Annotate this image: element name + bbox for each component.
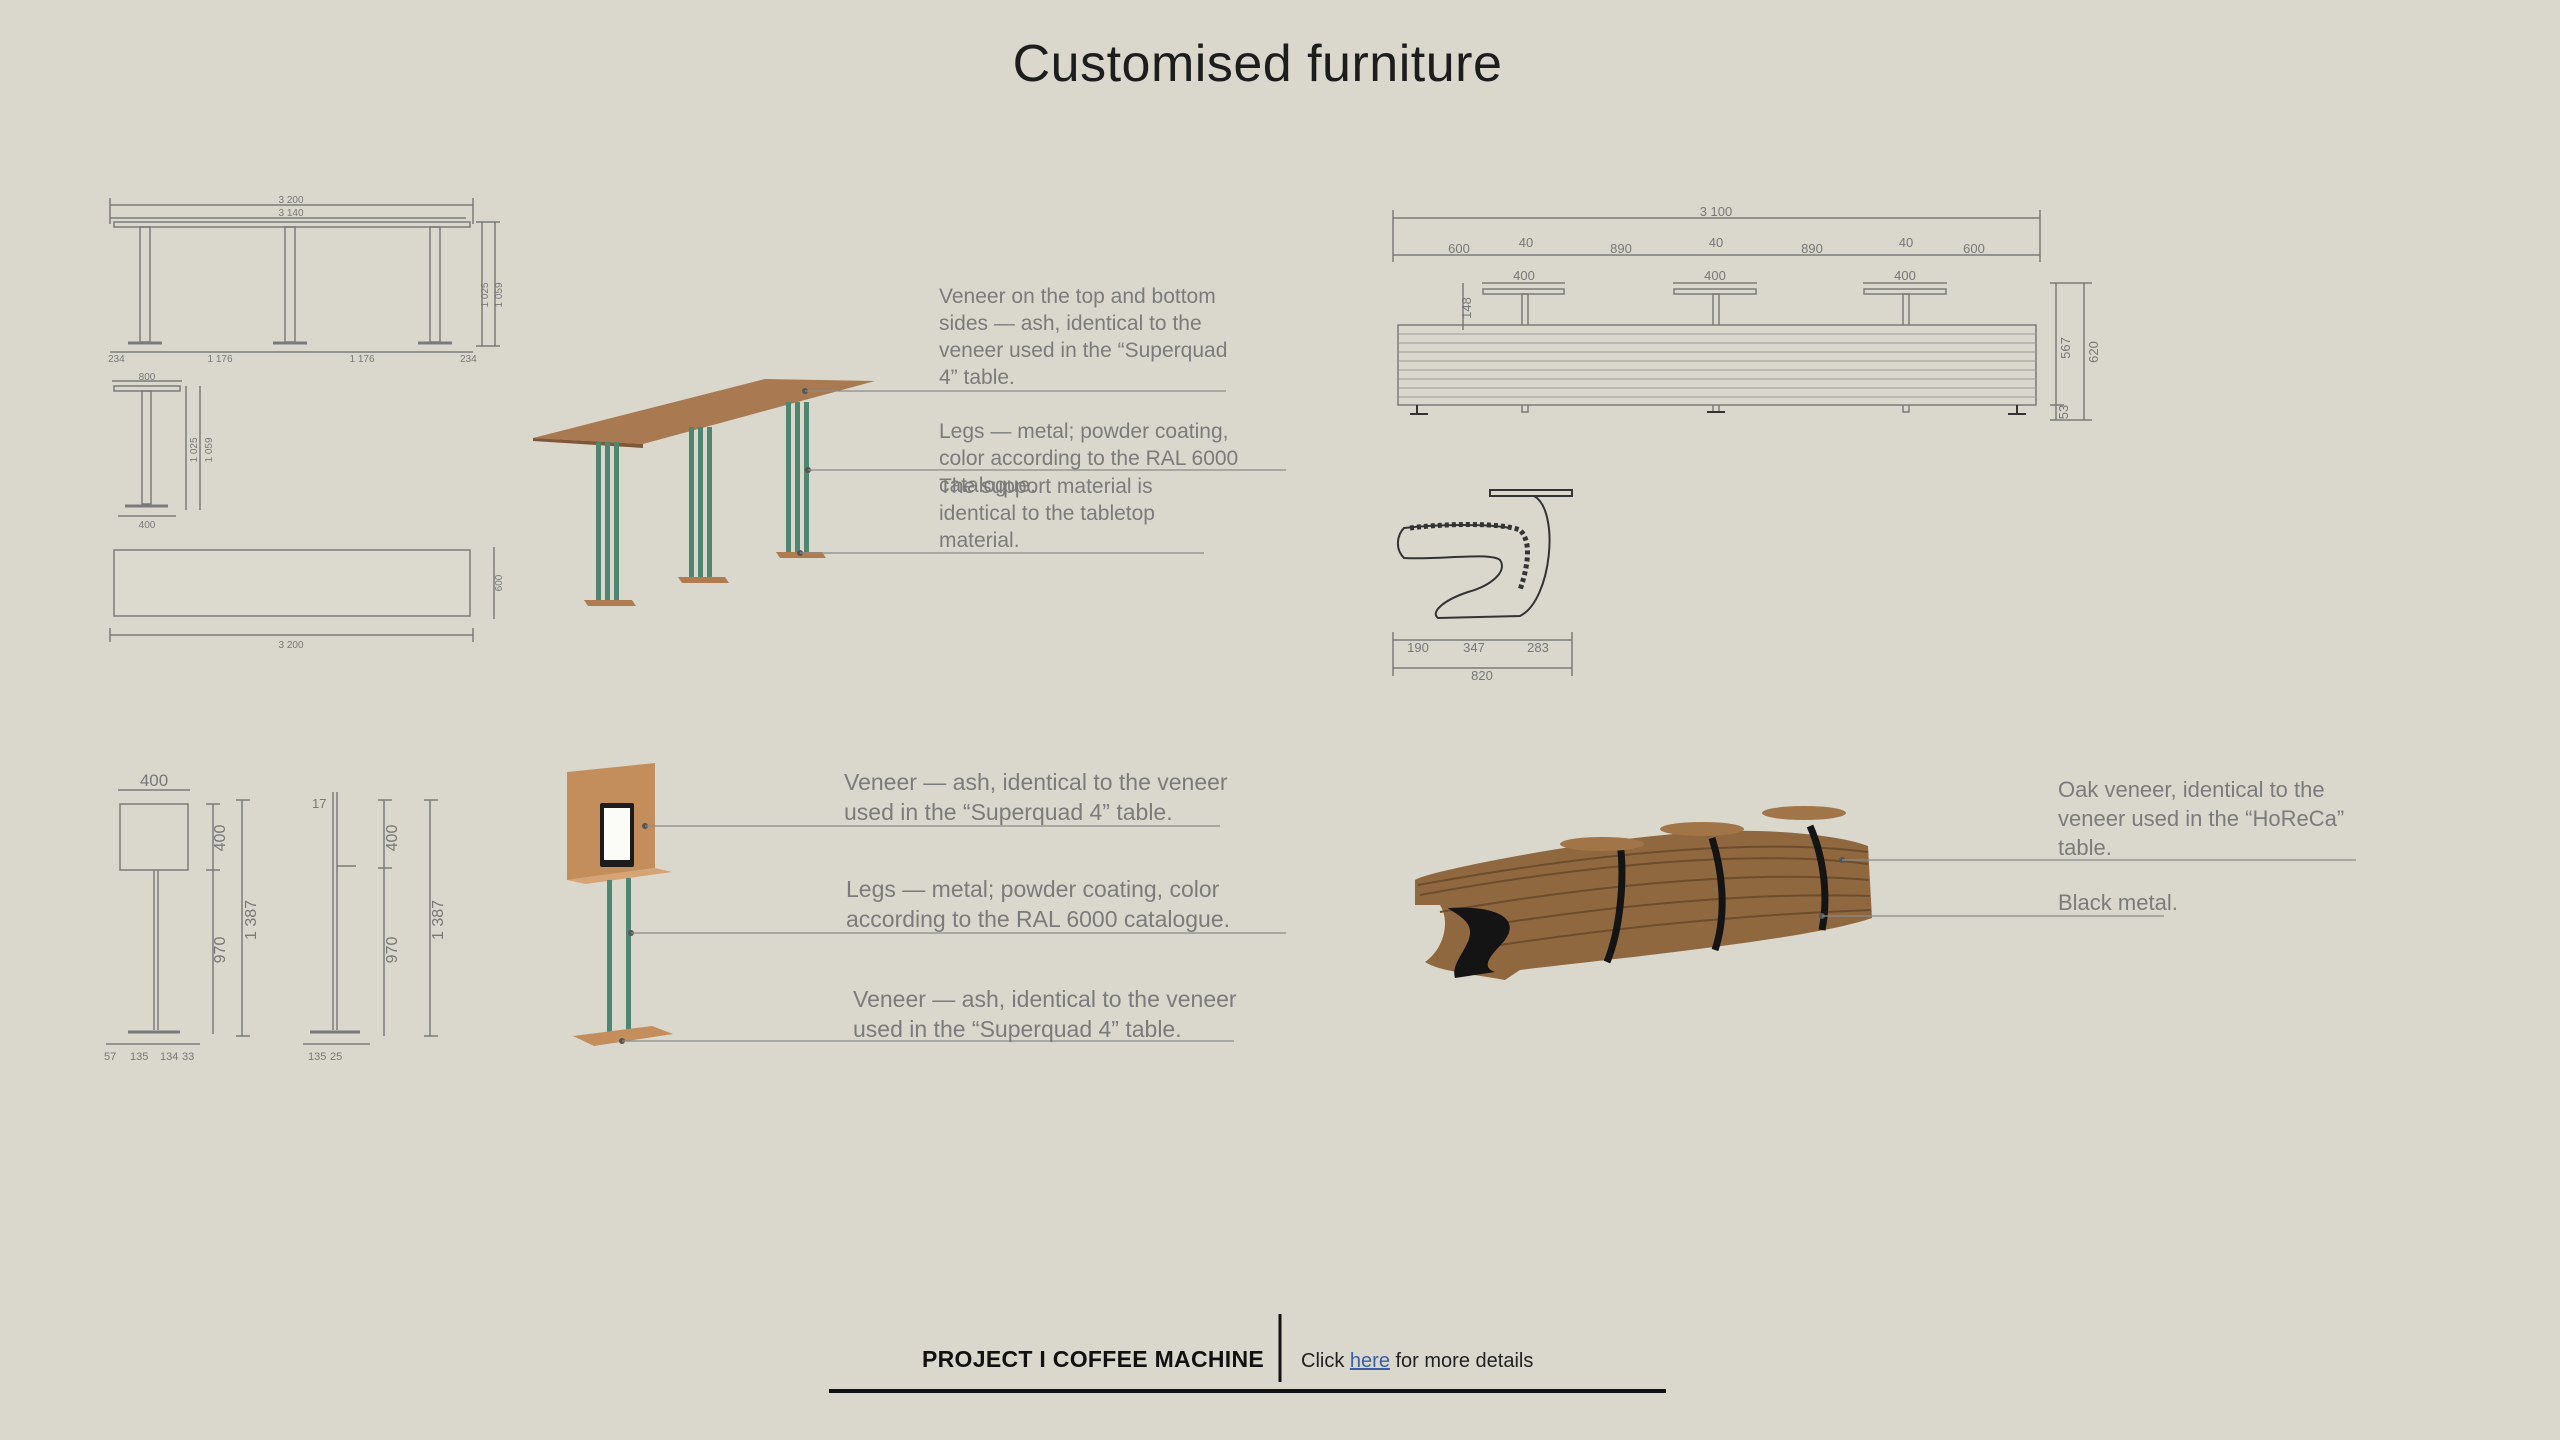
stand-dim-bottom-4: 134 — [160, 1051, 178, 1063]
bench-side-dim-1: 190 — [1407, 640, 1429, 655]
bench-slats — [1398, 333, 2036, 398]
bench-dim-seg-4: 40 — [1709, 235, 1723, 250]
bench-dimension-labels: 3 100 600 40 890 40 890 40 600 400 400 4… — [1448, 204, 2101, 419]
stand-dim-bottom-5: 33 — [182, 1051, 194, 1063]
stand-side-dim-top: 17 — [312, 796, 326, 811]
bench-dim-top-3: 400 — [1894, 268, 1916, 283]
dim-overall: 3 200 — [278, 195, 303, 206]
note-stand-veneer: Veneer — ash, identical to the veneer us… — [844, 769, 1228, 825]
stand-side-dim-bottom-2: 25 — [330, 1051, 342, 1063]
dim-bottom-span-1: 1 176 — [207, 354, 232, 365]
note-table-support: The support material is identical to the… — [939, 475, 1155, 552]
bench-drawings — [1392, 210, 2041, 413]
stand-dim-bottom-2: 135 — [130, 1051, 148, 1063]
bench-dim-seg-5: 890 — [1801, 241, 1823, 256]
dim-bottom-end: 234 — [460, 354, 477, 365]
dim-side-h1: 1 025 — [189, 437, 200, 462]
stand-dim-panel: 400 — [212, 825, 229, 852]
dim-plan-width: 3 200 — [278, 640, 303, 651]
stand-dim-total: 1 387 — [243, 900, 260, 940]
details-link-text: Click here for more details — [1301, 1350, 1533, 1373]
note-bench-metal: Black metal. — [2058, 890, 2178, 915]
stand-dim-width: 400 — [140, 771, 168, 790]
bench-dim-h2: 620 — [2086, 341, 2101, 363]
dim-inner: 3 140 — [278, 208, 303, 219]
dim-side-h2: 1 059 — [204, 437, 215, 462]
bench-dim-top-1: 400 — [1513, 268, 1535, 283]
stand-side-dim-panel: 400 — [384, 825, 401, 852]
click-suffix: for more details — [1395, 1350, 1534, 1372]
note-table-veneer: Veneer on the top and bottom sides — ash… — [939, 285, 1228, 389]
note-stand-base: Veneer — ash, identical to the veneer us… — [853, 986, 1237, 1042]
note-bench-veneer: Oak veneer, identical to the veneer used… — [2058, 777, 2345, 860]
bench-dim-h3: 53 — [2056, 405, 2071, 419]
project-title: PROJECT I COFFEE MACHINE — [922, 1346, 1265, 1372]
bench-dim-top-2: 400 — [1704, 268, 1726, 283]
stand-side-dim-bottom-1: 135 — [308, 1051, 326, 1063]
note-table-legs: Legs — metal; powder coating, color acco… — [939, 420, 1239, 497]
dim-side-top: 800 — [139, 372, 156, 383]
stand-side-dim-leg: 970 — [384, 937, 401, 964]
page-title: Customised furniture — [1012, 35, 1503, 93]
bench-dim-h1: 567 — [2058, 337, 2073, 359]
stand-drawings — [106, 789, 438, 1045]
dim-bottom-span-2: 1 176 — [349, 354, 374, 365]
stand-3d-render — [567, 763, 673, 1046]
bench-side-dim-3: 283 — [1527, 640, 1549, 655]
dim-side-base: 400 — [139, 520, 156, 531]
dim-h1: 1 025 — [480, 282, 491, 307]
dim-h2: 1 059 — [494, 282, 505, 307]
bench-dim-seg-7: 600 — [1963, 241, 1985, 256]
stand-dim-bottom-1: 57 — [104, 1051, 116, 1063]
stand-side-dim-total: 1 387 — [430, 900, 447, 940]
dim-bottom-1: 234 — [108, 354, 125, 365]
click-prefix: Click — [1301, 1350, 1345, 1372]
stand-dim-leg: 970 — [212, 937, 229, 964]
bench-side-dim-2: 347 — [1463, 640, 1485, 655]
note-stand-legs: Legs — metal; powder coating, color acco… — [846, 876, 1231, 932]
bench-dim-overall: 3 100 — [1700, 204, 1733, 219]
dim-plan-depth: 600 — [494, 574, 505, 591]
table-3d-render — [533, 379, 875, 606]
bench-dim-seg-6: 40 — [1899, 235, 1913, 250]
bench-dim-h-left: 148 — [1459, 297, 1474, 319]
table-dimension-labels: 3 200 3 140 234 1 176 1 176 234 800 400 … — [108, 195, 505, 651]
bench-side-view — [1392, 489, 1573, 676]
bench-3d-render — [1415, 806, 1872, 980]
bench-dim-seg-1: 600 — [1448, 241, 1470, 256]
details-link[interactable]: here — [1349, 1350, 1390, 1372]
bench-side-dim-total: 820 — [1471, 668, 1493, 683]
bench-dim-seg-3: 890 — [1610, 241, 1632, 256]
bench-dim-seg-2: 40 — [1519, 235, 1533, 250]
